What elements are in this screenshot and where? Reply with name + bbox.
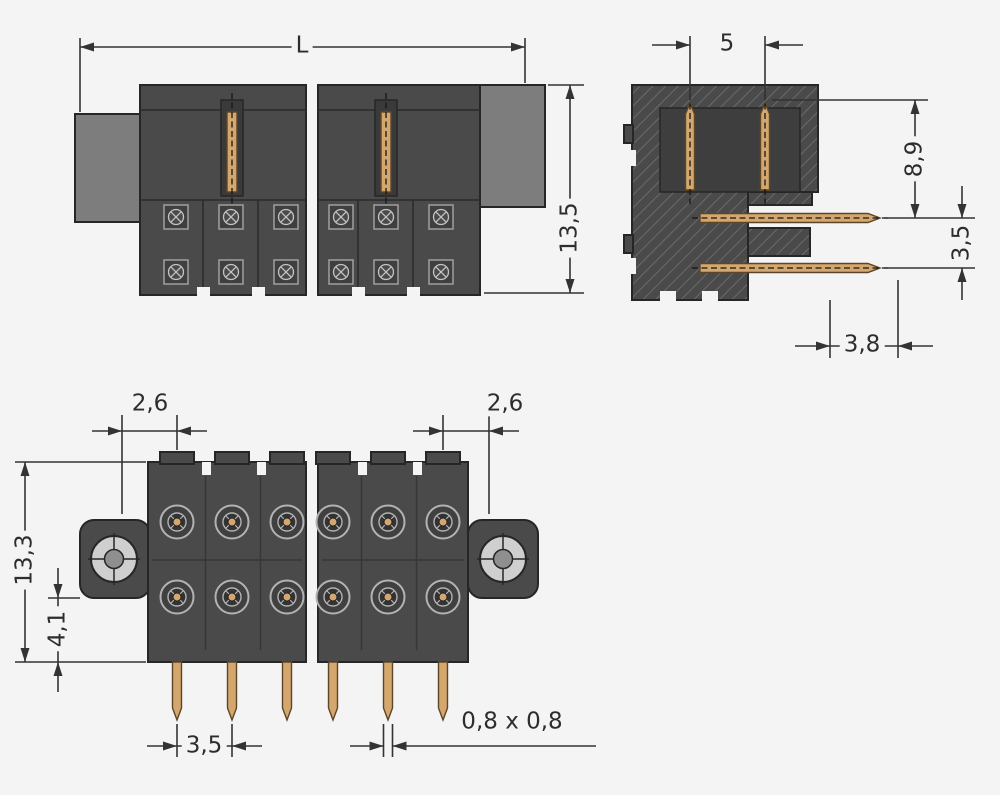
pin-contact (159, 504, 195, 540)
screw-clamp-contact (328, 259, 354, 285)
dim-label-length: L (291, 33, 313, 59)
dim-edge-2-6-left (92, 415, 207, 514)
mount-tab-left (74, 113, 143, 223)
dim-label-height-13-5: 13,5 (556, 198, 583, 258)
dim-label-8-9: 8,9 (901, 136, 928, 182)
pin-contact (214, 504, 250, 540)
dim-label-2-6-left: 2,6 (127, 391, 173, 417)
screw-clamp-contact (218, 204, 244, 230)
dim-label-13-3: 13,3 (11, 530, 38, 590)
side-view-overall (74, 38, 584, 297)
solder-pin (281, 661, 293, 721)
dim-label-0-8-x-0-8: 0,8 x 0,8 (457, 709, 567, 735)
side-view-section (623, 36, 975, 358)
solder-pin (382, 661, 394, 721)
housing-front-left (147, 461, 307, 663)
dim-row-spacing-3-5 (884, 186, 975, 300)
dim-height-13-5 (484, 84, 584, 294)
pin-contact (214, 579, 250, 615)
pin-contact (370, 504, 406, 540)
mount-flange-right (467, 519, 539, 599)
dim-offset-3-8 (795, 280, 933, 358)
screw-clamp-contact (163, 204, 189, 230)
screw-clamp-contact (428, 204, 454, 230)
dim-label-2-6-right: 2,6 (482, 391, 528, 417)
pin-contact (370, 579, 406, 615)
solder-pin (327, 661, 339, 721)
solder-pin (171, 661, 183, 721)
connector-body-left-section (139, 84, 307, 297)
front-view-right (315, 415, 596, 757)
pin-contact (315, 504, 351, 540)
dim-pitch-5 (652, 36, 803, 100)
dim-label-3-8: 3,8 (839, 332, 885, 358)
screw-clamp-contact (273, 259, 299, 285)
dim-edge-2-6-right (413, 415, 519, 514)
screw-clamp-contact (373, 204, 399, 230)
solder-pin (437, 661, 449, 721)
pin-contact (269, 579, 305, 615)
pin-contact (269, 504, 305, 540)
pin-contact (425, 579, 461, 615)
vertical-pins (684, 94, 771, 204)
screw-clamp-contact (218, 259, 244, 285)
dim-label-3-5-bottom: 3,5 (181, 733, 227, 759)
dim-label-3-5-right: 3,5 (948, 220, 975, 266)
pin-chamber (659, 107, 801, 193)
mount-flange-left (79, 519, 151, 599)
front-view-left (15, 415, 307, 757)
screw-clamp-contact (163, 259, 189, 285)
pin-contact (159, 579, 195, 615)
pin-contact (425, 504, 461, 540)
screw-clamp-contact (373, 259, 399, 285)
solder-pin (226, 661, 238, 721)
screw-clamp-contact (428, 259, 454, 285)
mount-tab-right (477, 84, 546, 208)
screw-clamp-contact (273, 204, 299, 230)
dim-label-pitch-5: 5 (715, 31, 739, 57)
solder-pins-horizontal (692, 212, 890, 274)
dim-pin-cross-section (350, 724, 596, 757)
connector-body-right-section (317, 84, 481, 297)
housing-front-right (317, 461, 469, 663)
screw-clamp-contact (328, 204, 354, 230)
dim-label-4-1: 4,1 (44, 606, 71, 652)
pin-contact (315, 579, 351, 615)
